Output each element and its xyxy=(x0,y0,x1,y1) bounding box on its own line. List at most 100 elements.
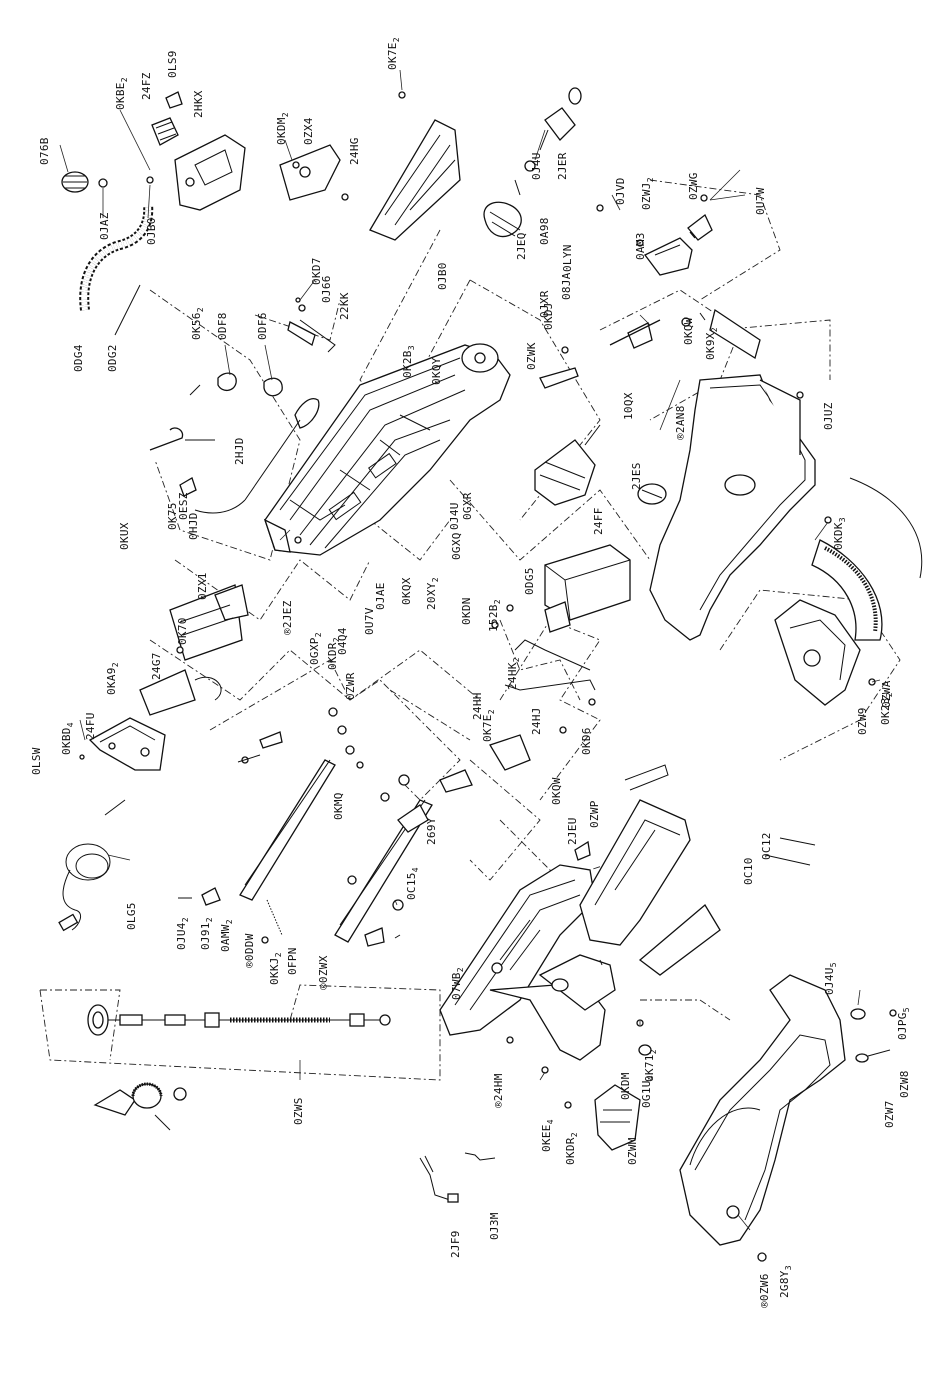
power-cord xyxy=(58,843,111,932)
part-subscript: 2 xyxy=(431,577,440,582)
part-number: 0K23 xyxy=(879,697,892,725)
part-subscript: 3 xyxy=(784,1265,793,1270)
part-number: 269Y xyxy=(425,817,438,845)
part-number: 0JAE xyxy=(374,582,387,610)
upper-right-knobs xyxy=(483,87,582,238)
part-number: 0ZWA xyxy=(880,680,893,708)
part-number: 0JVD xyxy=(614,177,627,205)
part-label: 0ZWM xyxy=(626,1137,639,1165)
part-label: 0KKJ2 xyxy=(268,952,283,985)
knob-assembly xyxy=(61,91,341,211)
part-label: 0KD7 xyxy=(310,257,323,285)
part-label: 0LSW xyxy=(30,747,43,775)
part-label: 0KDR2 xyxy=(564,1132,579,1165)
part-number: 0KBE xyxy=(114,82,127,110)
part-label: 24FF xyxy=(592,507,605,535)
part-label: 0DF6 xyxy=(256,312,269,340)
bottom-small-parts xyxy=(419,1152,496,1203)
part-number: 0HJD xyxy=(187,512,200,540)
handle-24FU xyxy=(79,717,166,816)
part-number: 0ZW9 xyxy=(856,707,869,735)
part-number: ®2JEZ xyxy=(281,600,294,635)
part-label: 04Q4 xyxy=(336,627,349,655)
part-number: 076B xyxy=(38,137,51,165)
part-label: ®0ZWX xyxy=(317,955,330,990)
left-middle-parts xyxy=(149,297,336,514)
part-subscript: 2 xyxy=(196,307,205,312)
part-label: 0K7E2 xyxy=(386,37,401,70)
part-label: 0U7W xyxy=(754,187,767,215)
part-label: 0C154 xyxy=(405,867,420,900)
part-label: 24HG xyxy=(348,137,361,165)
part-number: 08JA xyxy=(560,272,573,300)
part-label: 0ZWR xyxy=(344,672,357,700)
part-subscript: 2 xyxy=(274,952,283,957)
part-label: 0ZW7 xyxy=(883,1100,896,1128)
part-number: 0DF6 xyxy=(256,312,269,340)
part-number: 0U7V xyxy=(363,607,376,635)
part-subscript: 5 xyxy=(829,962,838,967)
part-label: 0ESZ xyxy=(177,492,190,520)
part-label: 0ZWJ2 xyxy=(640,177,655,210)
part-number: 0A98 xyxy=(538,217,551,245)
part-number: 0KKJ xyxy=(268,957,281,985)
part-number: 0KUX xyxy=(118,522,131,550)
part-number: ®2AN8 xyxy=(674,405,687,440)
part-label: 0JAZ xyxy=(98,212,111,240)
part-label: 0KUX xyxy=(118,522,131,550)
part-label: 2HJD xyxy=(233,437,246,465)
part-number: 0KA9 xyxy=(105,667,118,695)
part-label: 0KDN xyxy=(460,597,473,625)
part-label: ®24HM xyxy=(492,1073,505,1108)
part-subscript: 2 xyxy=(314,632,323,637)
part-label: 0KBD4 xyxy=(60,722,75,755)
part-number: 0J4U xyxy=(823,967,836,995)
part-number: 0LSW xyxy=(30,747,43,775)
part-number: 24HH xyxy=(471,692,484,720)
part-number: 0DG5 xyxy=(523,567,536,595)
part-number: 0KQY xyxy=(430,357,443,385)
part-number: 0KD6 xyxy=(580,727,593,755)
flex-hose xyxy=(79,204,154,336)
part-label: 0ZWK xyxy=(525,342,538,370)
part-number: 0C15 xyxy=(405,872,418,900)
part-label: 0K2B3 xyxy=(401,345,416,378)
part-number: 0U7W xyxy=(754,187,767,215)
part-label: 0LG5 xyxy=(125,902,138,930)
part-subscript: 2 xyxy=(111,662,120,667)
part-subscript: 2 xyxy=(649,1049,658,1054)
part-subscript: 2 xyxy=(456,967,465,972)
part-label: 0GXQ xyxy=(450,532,463,560)
base-plate xyxy=(637,374,816,641)
part-label: 0J66 xyxy=(320,275,333,303)
part-label: 0J4U5 xyxy=(823,962,838,995)
part-label: 0JB0 xyxy=(436,262,449,290)
part-number: 0ZWP xyxy=(588,800,601,828)
dust-box xyxy=(489,544,631,771)
part-label: 24HK2 xyxy=(506,657,521,690)
part-number: 24HJ xyxy=(530,707,543,735)
part-label: 0J912 xyxy=(199,917,214,950)
part-number: 0J91 xyxy=(199,922,212,950)
part-number: 0J4U xyxy=(530,152,543,180)
part-label: 0A98 xyxy=(538,217,551,245)
part-number: 0GXQ xyxy=(450,532,463,560)
part-label: 0ZWP xyxy=(588,800,601,828)
part-number: 0ZWR xyxy=(344,672,357,700)
part-label: 0KD6 xyxy=(580,727,593,755)
part-number: 152B xyxy=(487,604,500,632)
part-number: 0KQW xyxy=(682,317,695,345)
side-cover xyxy=(574,764,721,976)
part-label: 0C12 xyxy=(760,832,773,860)
part-number: 0ZW8 xyxy=(898,1070,911,1098)
part-label: 0J3M xyxy=(488,1212,501,1240)
part-number: 0K7E xyxy=(386,42,399,70)
part-number: 0LS9 xyxy=(166,50,179,78)
part-number: 0KDN xyxy=(460,597,473,625)
part-label: 0GXP2 xyxy=(308,632,323,665)
part-number: 0KDM xyxy=(619,1072,632,1100)
top-rail xyxy=(341,91,461,241)
part-subscript: 2 xyxy=(281,112,290,117)
